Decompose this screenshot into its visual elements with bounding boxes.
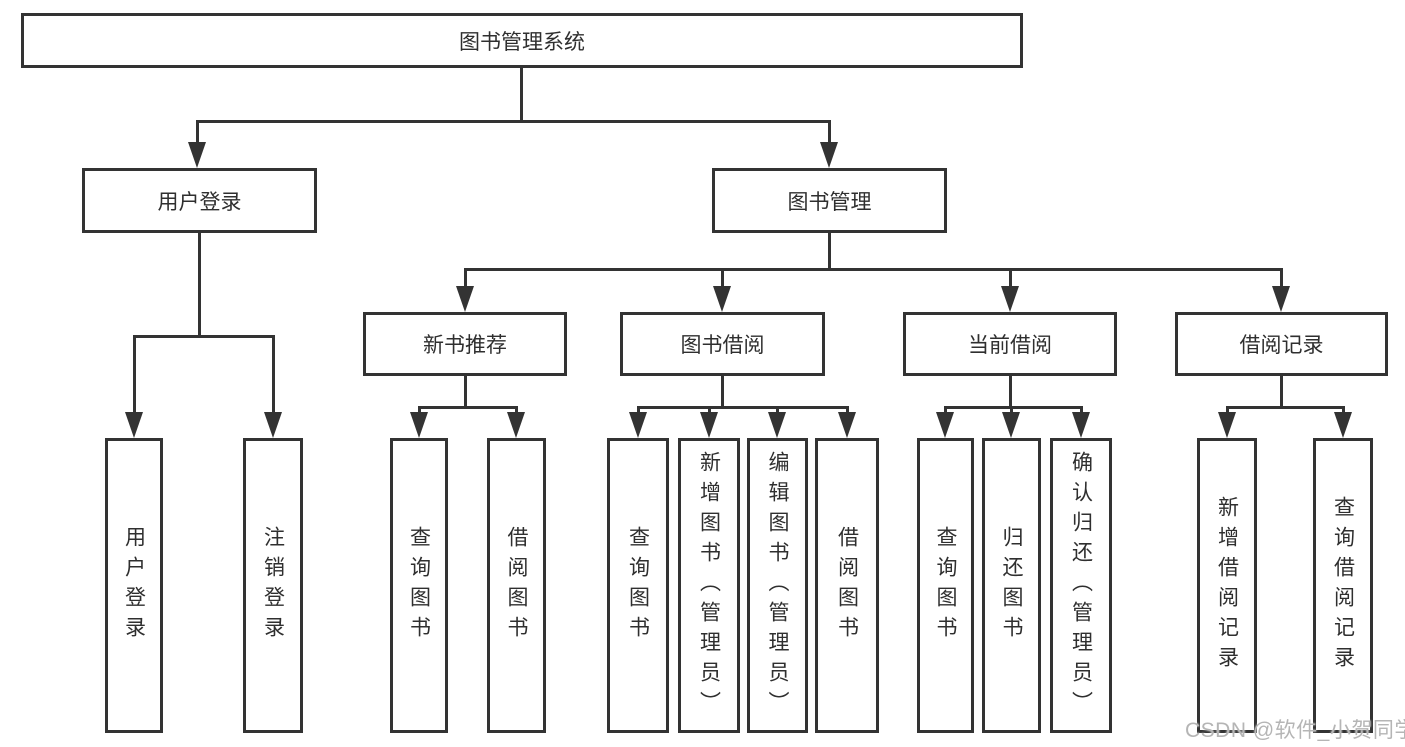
arrow-head <box>1072 412 1090 438</box>
leaf-confirm-return-admin: 确认归还（管理员） <box>1050 438 1112 733</box>
leaf-borrow-book-rec-label: 借阅图书 <box>505 525 528 646</box>
leaf-edit-book-admin-label: 编辑图书（管理员） <box>766 450 789 721</box>
leaf-query-borrow-record-label: 查询借阅记录 <box>1331 495 1355 676</box>
leaf-user-login: 用户登录 <box>105 438 163 733</box>
node-book-mgmt-label: 图书管理 <box>787 190 872 214</box>
leaf-user-login-label: 用户登录 <box>122 525 146 646</box>
connector-line <box>1342 406 1345 414</box>
arrow-head <box>125 412 143 438</box>
connector-line <box>637 406 640 414</box>
node-current-borrow-label: 当前借阅 <box>968 334 1052 357</box>
arrow-head <box>1218 412 1236 438</box>
arrow-head <box>1001 286 1019 312</box>
connector-line <box>1280 376 1283 406</box>
connector-line <box>1280 268 1283 288</box>
leaf-query-borrow-record: 查询借阅记录 <box>1313 438 1373 733</box>
node-borrow-records: 借阅记录 <box>1175 312 1388 376</box>
leaf-query-book-rec: 查询图书 <box>390 438 448 733</box>
leaf-query-book-rec-label: 查询图书 <box>407 525 431 646</box>
connector-line <box>828 120 831 146</box>
leaf-borrow-book: 借阅图书 <box>815 438 879 733</box>
arrow-head <box>410 412 428 438</box>
connector-line <box>1226 406 1229 414</box>
connector-line <box>1009 376 1012 406</box>
connector-line <box>945 406 1082 409</box>
connector-line <box>520 68 523 120</box>
leaf-add-book-admin: 新增图书（管理员） <box>678 438 740 733</box>
arrow-head <box>820 142 838 168</box>
leaf-borrow-book-label: 借阅图书 <box>835 525 859 646</box>
leaf-add-borrow-record-label: 新增借阅记录 <box>1215 495 1239 676</box>
connector-line <box>721 268 724 288</box>
node-root-label: 图书管理系统 <box>459 30 585 54</box>
leaf-logout-label: 注销登录 <box>261 525 285 646</box>
leaf-logout: 注销登录 <box>243 438 303 733</box>
connector-line <box>944 406 947 414</box>
leaf-confirm-return-admin-label: 确认归还（管理员） <box>1069 450 1093 721</box>
node-new-book-rec-label: 新书推荐 <box>423 334 507 357</box>
arrow-head <box>456 286 474 312</box>
connector-line <box>196 120 199 146</box>
connector-line <box>828 233 831 268</box>
connector-line <box>419 406 517 409</box>
connector-line <box>721 376 724 406</box>
connector-line <box>1009 268 1012 288</box>
connector-line <box>515 406 518 414</box>
node-book-mgmt: 图书管理 <box>712 168 947 233</box>
connector-line <box>464 268 467 288</box>
leaf-edit-book-admin: 编辑图书（管理员） <box>747 438 808 733</box>
arrow-head <box>1002 412 1020 438</box>
connector-line <box>133 335 136 415</box>
connector-line <box>465 268 1282 271</box>
arrow-head <box>264 412 282 438</box>
leaf-return-book: 归还图书 <box>982 438 1041 733</box>
connector-line <box>1227 406 1344 409</box>
arrow-head <box>700 412 718 438</box>
leaf-query-book-borrow: 查询图书 <box>607 438 669 733</box>
arrow-head <box>713 286 731 312</box>
node-book-borrow-label: 图书借阅 <box>680 334 765 357</box>
arrow-head <box>936 412 954 438</box>
arrow-head <box>838 412 856 438</box>
connector-line <box>134 335 274 338</box>
csdn-watermark: CSDN @软件_小贺同学 <box>1185 719 1405 742</box>
connector-line <box>418 406 421 414</box>
leaf-query-book-current-label: 查询图书 <box>934 525 957 646</box>
connector-line <box>197 120 831 123</box>
connector-line <box>272 335 275 415</box>
connector-line <box>846 406 849 414</box>
node-user-login-label: 用户登录 <box>157 190 242 214</box>
arrow-head <box>188 142 206 168</box>
connector-line <box>464 376 467 406</box>
connector-line <box>638 406 848 409</box>
node-borrow-records-label: 借阅记录 <box>1239 334 1324 357</box>
leaf-add-book-admin-label: 新增图书（管理员） <box>697 450 721 721</box>
connector-line <box>198 233 201 335</box>
node-book-borrow: 图书借阅 <box>620 312 825 376</box>
leaf-query-book-current: 查询图书 <box>917 438 974 733</box>
arrow-head <box>768 412 786 438</box>
arrow-head <box>1334 412 1352 438</box>
node-current-borrow: 当前借阅 <box>903 312 1117 376</box>
leaf-borrow-book-rec: 借阅图书 <box>487 438 546 733</box>
connector-line <box>776 406 779 414</box>
leaf-add-borrow-record: 新增借阅记录 <box>1197 438 1257 733</box>
connector-line <box>708 406 711 414</box>
node-user-login: 用户登录 <box>82 168 317 233</box>
node-new-book-rec: 新书推荐 <box>363 312 567 376</box>
leaf-return-book-label: 归还图书 <box>1000 525 1023 646</box>
connector-line <box>1010 406 1013 414</box>
arrow-head <box>507 412 525 438</box>
connector-line <box>1080 406 1083 414</box>
arrow-head <box>629 412 647 438</box>
arrow-head <box>1272 286 1290 312</box>
leaf-query-book-borrow-label: 查询图书 <box>626 525 650 646</box>
node-root: 图书管理系统 <box>21 13 1023 68</box>
